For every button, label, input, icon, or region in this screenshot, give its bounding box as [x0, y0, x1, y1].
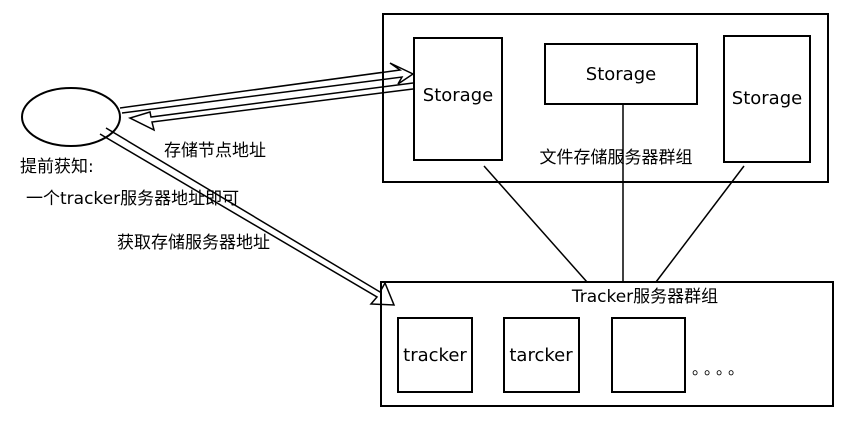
storage-node-1-label: Storage: [423, 85, 493, 106]
storage-node-1: [413, 37, 503, 161]
storage-group-label: 文件存储服务器群组: [540, 148, 693, 168]
arrow-label-get-storage: 获取存储服务器地址: [117, 233, 270, 253]
storage-node-3: [723, 35, 811, 163]
connector-storage-1-to-tracker: [483, 165, 588, 283]
arrow-storage-to-client: [127, 82, 414, 132]
tracker-node-2: [503, 317, 580, 393]
client-note-line-1: 提前获知:: [20, 157, 94, 177]
tracker-group-label: Tracker服务器群组: [571, 287, 718, 307]
arrow-client-to-tracker: [99, 127, 396, 306]
tracker-node-3: [611, 317, 686, 393]
tracker-node-2-label: tarcker: [509, 345, 573, 366]
tracker-node-1-label: tracker: [403, 345, 467, 366]
storage-node-3-label: Storage: [732, 88, 802, 109]
tracker-node-1: [397, 317, 473, 393]
storage-node-2: [544, 43, 698, 105]
arrow-label-storage-address: 存储节点地址: [164, 141, 266, 161]
client-note-line-2: 一个tracker服务器地址即可: [26, 189, 239, 209]
connector-storage-3-to-tracker: [655, 165, 745, 283]
storage-node-2-label: Storage: [586, 64, 656, 85]
arrow-client-to-storage: [119, 62, 415, 114]
client-ellipse: [21, 87, 121, 147]
tracker-ellipsis: 。。。。: [692, 359, 748, 378]
